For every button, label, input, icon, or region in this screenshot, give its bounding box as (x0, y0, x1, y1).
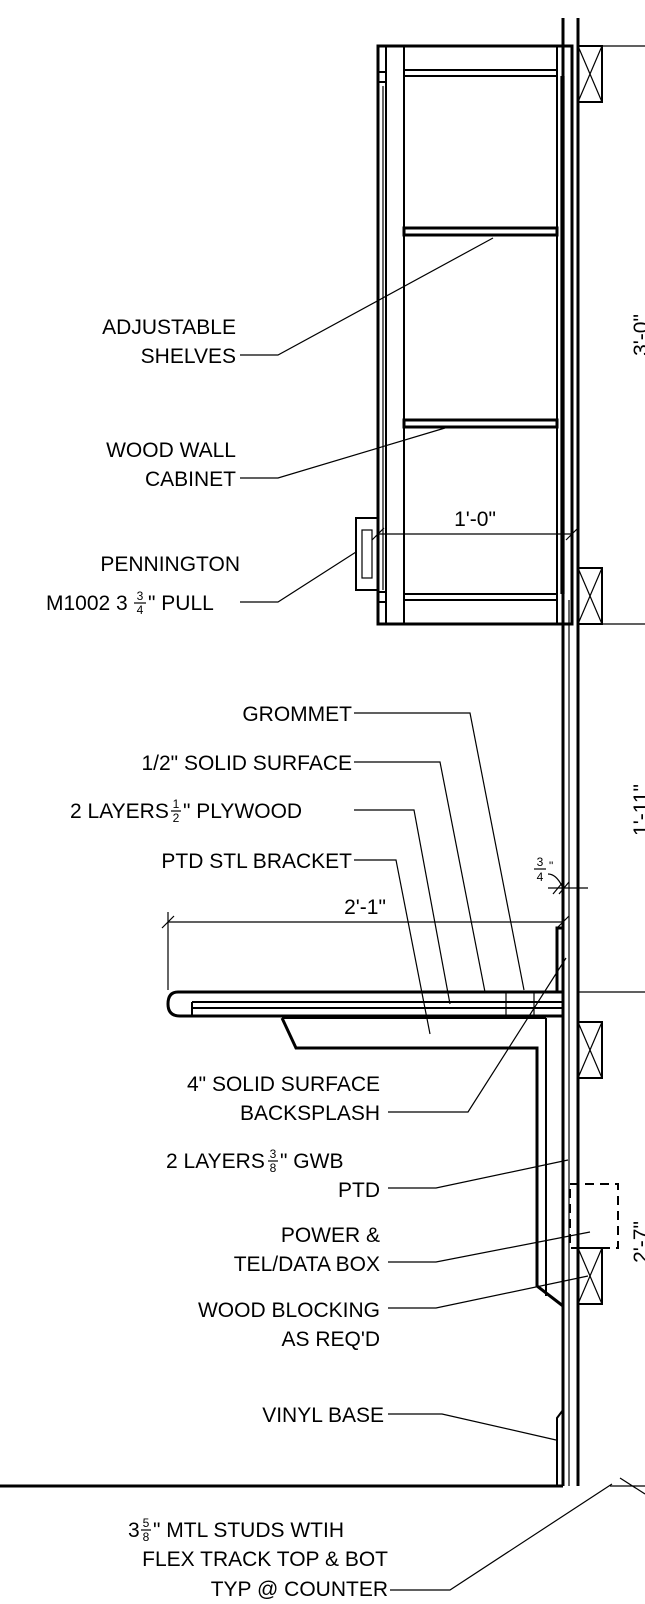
wood-wall-cabinet-label-2: CABINET (145, 468, 236, 491)
cabinet-height-text: 3'-0" (630, 314, 645, 356)
studs-label-1-prefix: 3 (128, 1519, 140, 1542)
adjustable-shelves-label-1: ADJUSTABLE (102, 316, 236, 339)
steel-bracket (280, 1017, 564, 1308)
adjustable-shelf-lower (402, 418, 559, 429)
vinyl-base-label: VINYL BASE (262, 1404, 384, 1427)
pull-label-2-suffix: " PULL (148, 592, 214, 615)
blocking-label-1: WOOD BLOCKING (198, 1299, 380, 1322)
studs-label-3: TYP @ COUNTER (211, 1578, 388, 1601)
gwb-label-1-suffix: " GWB (280, 1150, 343, 1173)
backsplash-thickness-dimension: 3 4 " (534, 855, 588, 895)
blocking-lower (577, 1247, 603, 1305)
bracket-label: PTD STL BRACKET (161, 850, 352, 873)
pull-label-2-den: 4 (137, 603, 144, 617)
blocking-mid (577, 567, 603, 625)
blocking-counter (577, 1021, 603, 1079)
studs-label-1-den: 8 (143, 1530, 150, 1544)
gwb-label-1-den: 8 (270, 1161, 277, 1175)
wood-wall-cabinet-label-1: WOOD WALL (106, 439, 236, 462)
power-label-2: TEL/DATA BOX (234, 1253, 380, 1276)
studs-label-1-suffix: " MTL STUDS WTIH (153, 1519, 344, 1542)
backsplash (555, 926, 565, 994)
solid-surface-label: 1/2" SOLID SURFACE (141, 752, 352, 775)
gwb-label-2: PTD (338, 1179, 380, 1202)
adjustable-shelf-upper (402, 226, 559, 237)
blocking-top (577, 45, 603, 103)
blocking-label-2: AS REQ'D (281, 1328, 380, 1351)
gap-height-text: 1'-11" (630, 784, 645, 836)
gwb-label-1: 2 LAYERS 3 8 " GWB (166, 1147, 343, 1175)
cabinet-depth-text: 1'-0" (454, 508, 496, 531)
plywood-label: 2 LAYERS 1 2 " PLYWOOD (70, 797, 302, 825)
wall-cabinet (376, 44, 574, 626)
power-data-box (569, 1183, 619, 1249)
power-label-1: POWER & (281, 1224, 380, 1247)
studs-label-1: 3 5 8 " MTL STUDS WTIH (128, 1516, 344, 1544)
cabinet-depth-dimension: 1'-0" (371, 508, 579, 541)
pull-label-2-prefix: M1002 3 (46, 592, 128, 615)
gwb-label-1-num: 3 (270, 1147, 277, 1161)
plywood-label-den: 2 (173, 811, 180, 825)
partition-wall (561, 18, 580, 1486)
adjustable-shelves-label-2: SHELVES (141, 345, 236, 368)
pull-label-2-num: 3 (137, 589, 144, 603)
backsplash-thickness-unit: " (549, 859, 553, 873)
backsplash-label-2: BACKSPLASH (240, 1102, 380, 1125)
vinyl-base (556, 1409, 564, 1486)
countertop (166, 990, 563, 1018)
counter-depth-text: 2'-1" (344, 896, 386, 919)
backsplash-thickness-num: 3 (537, 855, 544, 869)
studs-label-2: FLEX TRACK TOP & BOT (142, 1548, 388, 1571)
plywood-label-suffix: " PLYWOOD (183, 800, 302, 823)
pull-label-2: M1002 3 3 4 " PULL (46, 589, 214, 617)
backsplash-label-1: 4" SOLID SURFACE (187, 1073, 380, 1096)
studs-label-1-num: 5 (143, 1516, 150, 1530)
gwb-label-1-prefix: 2 LAYERS (166, 1150, 265, 1173)
plywood-label-prefix: 2 LAYERS (70, 800, 169, 823)
backsplash-thickness-den: 4 (537, 870, 544, 884)
grommet-label: GROMMET (242, 703, 352, 726)
plywood-label-num: 1 (173, 797, 180, 811)
right-dimension-ticks (578, 45, 645, 1495)
counter-depth-dimension: 2'-1" (161, 896, 570, 990)
leader-lines (240, 237, 613, 1591)
cabinet-pull (355, 517, 379, 591)
counter-height-text: 2'-7" (630, 1221, 645, 1263)
pull-label-1: PENNINGTON (100, 553, 240, 576)
